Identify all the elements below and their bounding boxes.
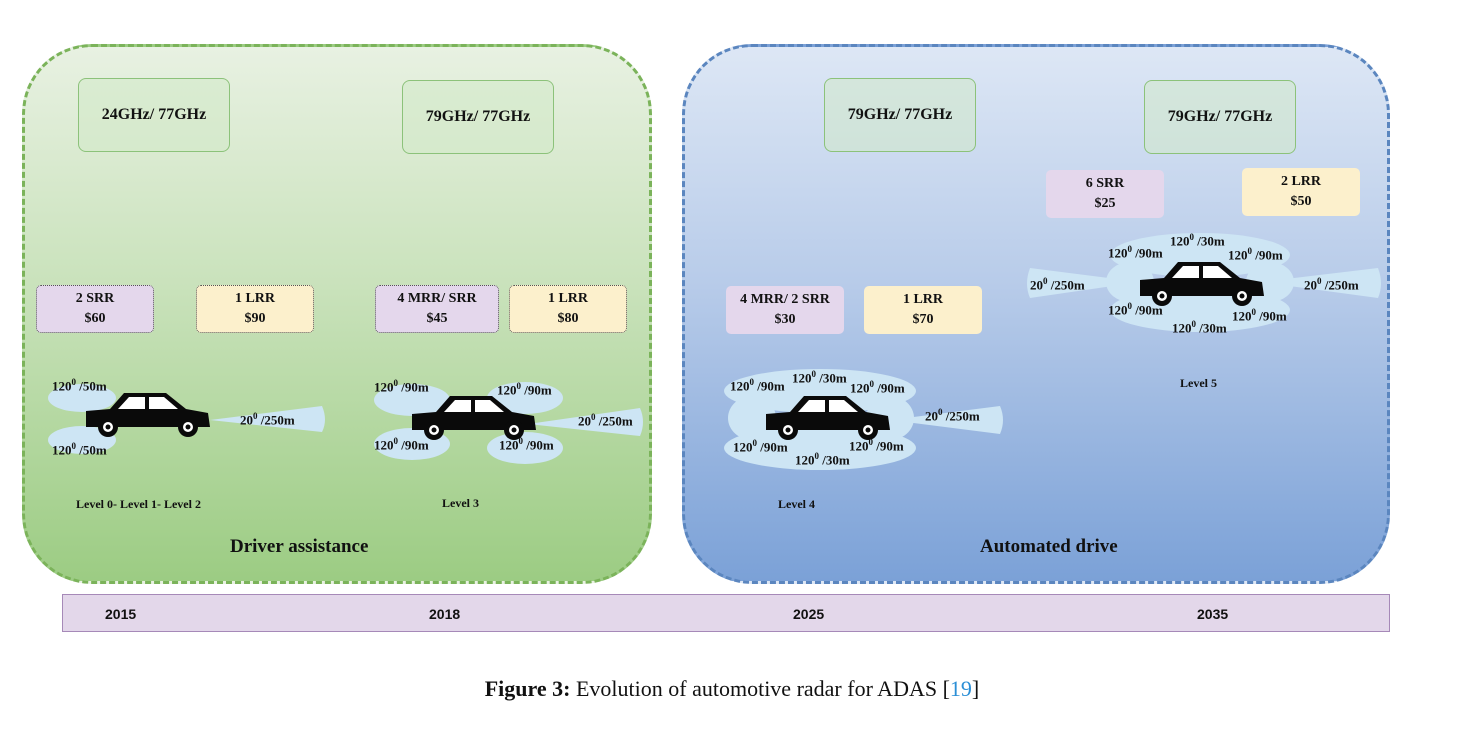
coverage-label: 1200 /90m [733, 438, 788, 455]
coverage-label: 1200 /30m [1172, 319, 1227, 336]
cost-box-6-srr: 6 SRR $25 [1046, 170, 1164, 218]
freq-box-2025: 79GHz/ 77GHz [824, 78, 976, 152]
year-label: 2015 [105, 606, 137, 622]
coverage-label: 1200 /90m [497, 381, 552, 398]
level-3-label: Level 3 [442, 496, 479, 510]
coverage-label: 1200 /90m [1108, 301, 1163, 318]
level-5-label: Level 5 [1180, 376, 1217, 390]
cost-price: $80 [557, 311, 579, 326]
freq-box-2015: 24GHz/ 77GHz [78, 78, 230, 152]
cost-box-1-lrr-90: 1 LRR $90 [196, 285, 314, 333]
cost-price: $45 [426, 311, 448, 326]
automated-drive-title: Automated drive [980, 536, 1118, 557]
coverage-label: 1200 /90m [499, 436, 554, 453]
cost-price: $60 [84, 311, 106, 326]
coverage-label: 1200 /90m [850, 379, 905, 396]
cost-count: 4 MRR/ 2 SRR [740, 292, 830, 307]
car-level-0-2-beams [48, 384, 325, 454]
coverage-label: 1200 /90m [1232, 307, 1287, 324]
coverage-label: 1200 /90m [1228, 246, 1283, 263]
driver-assistance-title: Driver assistance [230, 536, 369, 557]
cost-box-2-srr: 2 SRR $60 [36, 285, 154, 333]
coverage-label: 1200 /50m [52, 377, 107, 394]
year-label: 2035 [1197, 606, 1229, 622]
timeline-bar: 2015 2018 2025 2035 [62, 594, 1390, 632]
caption-text: Evolution of automotive radar for ADAS [ [570, 676, 950, 701]
cost-price: $50 [1290, 194, 1312, 209]
caption-end: ] [971, 676, 980, 701]
figure-caption: Figure 3: Evolution of automotive radar … [0, 676, 1464, 702]
cost-price: $70 [912, 312, 934, 327]
coverage-label: 200 /250m [925, 407, 980, 424]
cost-price: $25 [1094, 196, 1116, 211]
coverage-label: 1200 /90m [730, 377, 785, 394]
coverage-label: 1200 /90m [374, 436, 429, 453]
year-label: 2018 [429, 606, 461, 622]
cost-box-1-lrr-80: 1 LRR $80 [509, 285, 627, 333]
freq-box-2018: 79GHz/ 77GHz [402, 80, 554, 154]
cost-box-4-mrr-srr: 4 MRR/ SRR $45 [375, 285, 499, 333]
coverage-label: 1200 /30m [795, 451, 850, 468]
coverage-label: 200 /250m [578, 412, 633, 429]
freq-box-2035: 79GHz/ 77GHz [1144, 80, 1296, 154]
cost-price: $90 [244, 311, 266, 326]
cost-box-2-lrr: 2 LRR $50 [1242, 168, 1360, 216]
cost-box-1-lrr-70: 1 LRR $70 [864, 286, 982, 334]
coverage-label: 200 /250m [1030, 276, 1085, 293]
year-label: 2025 [793, 606, 825, 622]
cost-box-4-mrr-2-srr: 4 MRR/ 2 SRR $30 [726, 286, 844, 334]
coverage-label: 200 /250m [240, 411, 295, 428]
caption-reference-link[interactable]: 19 [949, 676, 972, 701]
cost-count: 1 LRR [547, 291, 589, 306]
cost-price: $30 [774, 312, 796, 327]
cost-count: 1 LRR [234, 291, 276, 306]
level-0-2-label: Level 0- Level 1- Level 2 [76, 497, 201, 511]
coverage-label: 200 /250m [1304, 276, 1359, 293]
cost-count: 1 LRR [902, 292, 944, 307]
coverage-label: 1200 /90m [374, 378, 429, 395]
coverage-label: 1200 /30m [1170, 232, 1225, 249]
cost-count: 6 SRR [1085, 176, 1125, 191]
cost-count: 2 LRR [1280, 174, 1322, 189]
coverage-label: 1200 /90m [849, 437, 904, 454]
caption-label: Figure 3: [484, 676, 571, 701]
coverage-label: 1200 /50m [52, 441, 107, 458]
coverage-label: 1200 /90m [1108, 244, 1163, 261]
level-4-label: Level 4 [778, 497, 815, 511]
coverage-label: 1200 /30m [792, 369, 847, 386]
cost-count: 4 MRR/ SRR [397, 291, 477, 306]
cost-count: 2 SRR [75, 291, 115, 306]
